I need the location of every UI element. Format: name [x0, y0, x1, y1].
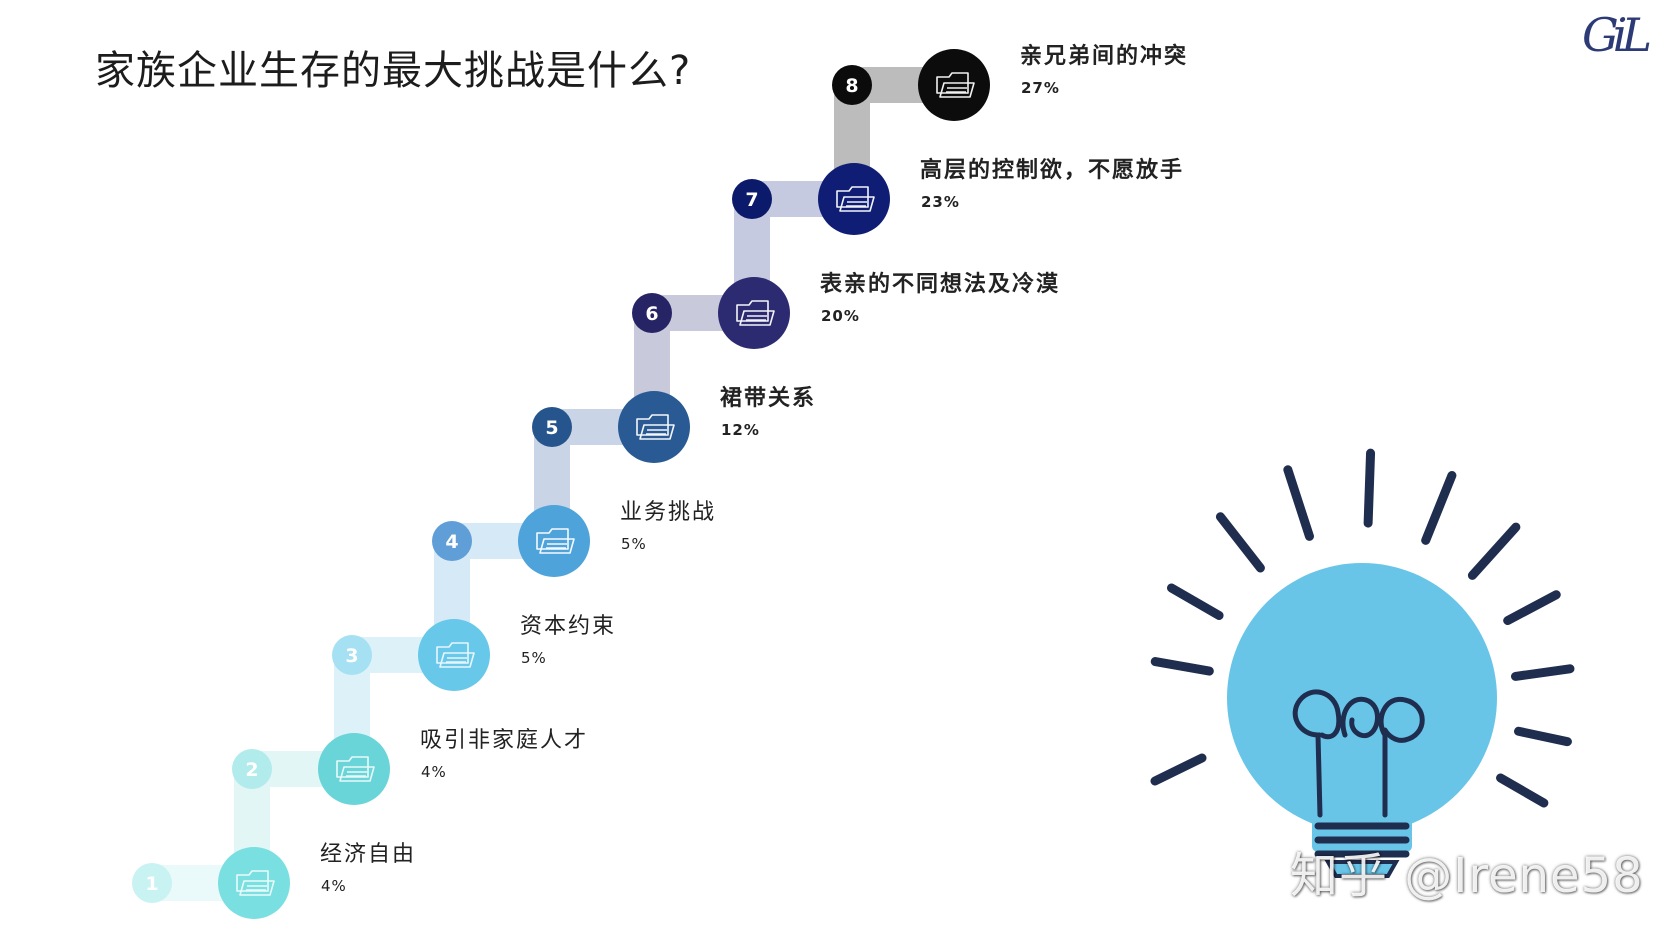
- step-label: 业务挑战: [620, 500, 717, 525]
- step-number-badge: [532, 407, 572, 447]
- step-label: 裙带关系: [720, 386, 817, 411]
- folder-icon: [636, 414, 675, 440]
- bulb-tip: [1324, 860, 1400, 878]
- bulb-ray: [1166, 583, 1224, 620]
- step-number-badge: [632, 293, 672, 333]
- bulb-filament-wire: [1292, 689, 1425, 818]
- bulb-ray: [1496, 773, 1549, 808]
- bulb-base: [1314, 822, 1410, 878]
- bulb-filament: [1292, 689, 1425, 818]
- step-icon-circle: [918, 49, 990, 121]
- folder-icon: [836, 186, 875, 212]
- bulb-rays: [1150, 448, 1575, 808]
- folder-icon: [236, 870, 275, 896]
- bulb-ray: [1215, 512, 1265, 573]
- step-number-badge: [332, 635, 372, 675]
- bulb-ray: [1421, 470, 1457, 545]
- step-number-badge: [432, 521, 472, 561]
- step-value: 12%: [721, 421, 760, 439]
- step-number: 7: [745, 189, 758, 211]
- folder-icon: [936, 72, 975, 98]
- step-number-badge: [132, 863, 172, 903]
- bulb-ray: [1150, 753, 1207, 786]
- step-icon-circle: [818, 163, 890, 235]
- folder-icon: [536, 528, 575, 554]
- step-value: 23%: [921, 193, 960, 211]
- step-value: 5%: [521, 649, 547, 667]
- step-number: 6: [645, 303, 658, 325]
- bulb-ray: [1363, 448, 1376, 528]
- bulb-ray: [1514, 726, 1572, 747]
- step-icon-circle: [418, 619, 490, 691]
- step-value: 20%: [821, 307, 860, 325]
- step-label: 亲兄弟间的冲突: [1020, 44, 1189, 69]
- step-number-badge: [832, 65, 872, 105]
- step-icon-circle: [618, 391, 690, 463]
- step-number: 3: [345, 645, 358, 667]
- step-number: 4: [445, 531, 458, 553]
- watermark: 知乎 @Irene58: [1290, 848, 1644, 904]
- step-value: 4%: [421, 763, 447, 781]
- folder-icon: [336, 756, 375, 782]
- step-label: 高层的控制欲，不愿放手: [920, 158, 1185, 183]
- folder-icon: [736, 300, 775, 326]
- step-icon-circle: [218, 847, 290, 919]
- step-number-badge: [732, 179, 772, 219]
- step-value: 5%: [621, 535, 647, 553]
- step-number: 8: [845, 75, 858, 97]
- bulb-ray: [1510, 664, 1575, 681]
- logo: GiL: [1582, 8, 1652, 62]
- step-number: 5: [545, 417, 558, 439]
- step-value: 27%: [1021, 79, 1060, 97]
- step-icon-circle: [718, 277, 790, 349]
- step-number: 1: [145, 873, 158, 895]
- step-value: 4%: [321, 877, 347, 895]
- bulb-ray: [1283, 465, 1314, 541]
- page-title: 家族企业生存的最大挑战是什么?: [95, 48, 692, 94]
- step-label: 表亲的不同想法及冷漠: [820, 272, 1061, 297]
- bulb-ray: [1150, 657, 1214, 676]
- step-icon-circle: [518, 505, 590, 577]
- step-label: 资本约束: [520, 614, 617, 639]
- step-label: 吸引非家庭人才: [420, 728, 589, 753]
- folder-icon: [436, 642, 475, 668]
- step-number: 2: [245, 759, 258, 781]
- bulb-ray: [1503, 590, 1561, 626]
- bulb-ray: [1467, 522, 1521, 580]
- step-number-badge: [232, 749, 272, 789]
- step-icon-circle: [318, 733, 390, 805]
- step-label: 经济自由: [320, 842, 417, 867]
